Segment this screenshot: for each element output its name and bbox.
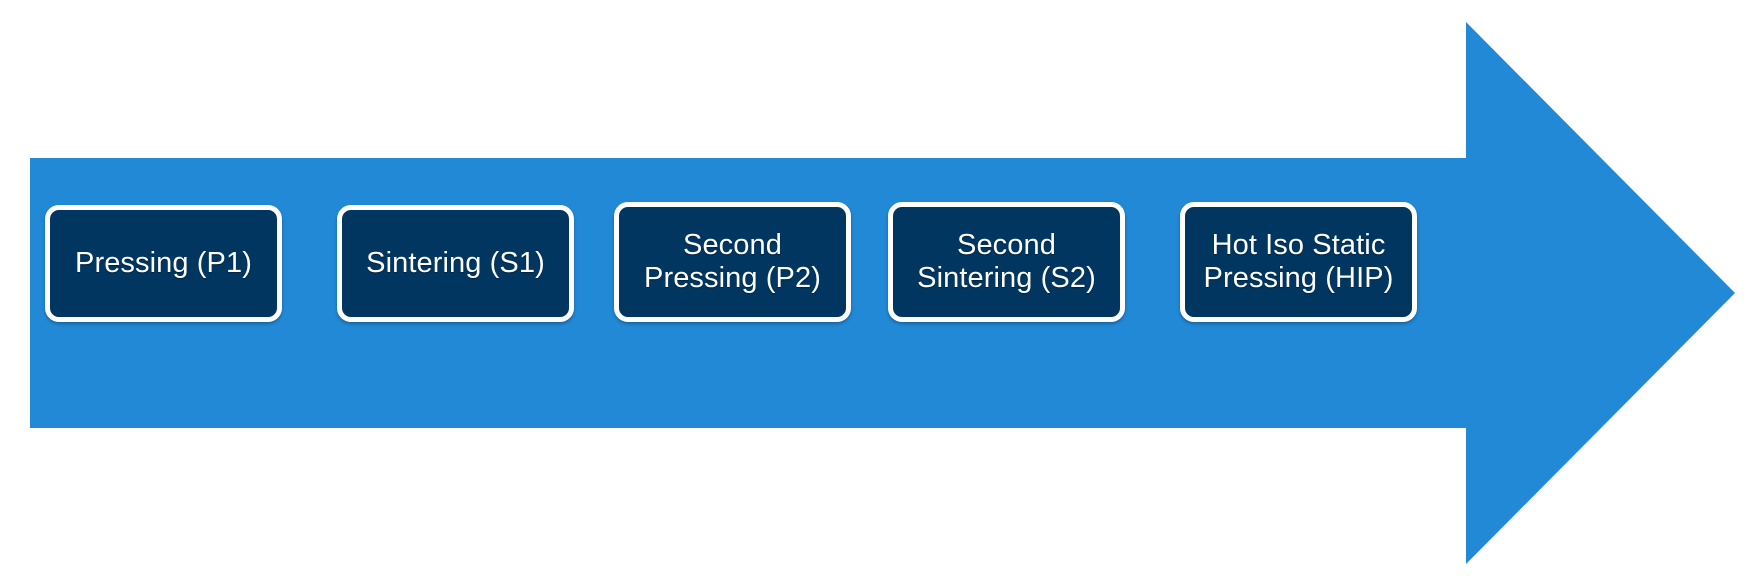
arrow-shape [30,22,1735,564]
process-step-sintering-s1[interactable]: Sintering (S1) [337,205,574,322]
process-step-label: Pressing (P1) [75,246,252,279]
process-step-second-sintering-s2[interactable]: Second Sintering (S2) [888,202,1125,322]
process-step-label: Sintering (S1) [366,246,545,279]
process-step-second-pressing-p2[interactable]: Second Pressing (P2) [614,202,851,322]
process-step-pressing-p1[interactable]: Pressing (P1) [45,205,282,322]
process-step-label: Second Pressing (P2) [644,228,821,294]
process-step-label: Hot Iso Static Pressing (HIP) [1203,228,1394,294]
process-step-label: Second Sintering (S2) [917,228,1096,294]
process-step-hot-iso-static-pressing-hip[interactable]: Hot Iso Static Pressing (HIP) [1180,202,1417,322]
